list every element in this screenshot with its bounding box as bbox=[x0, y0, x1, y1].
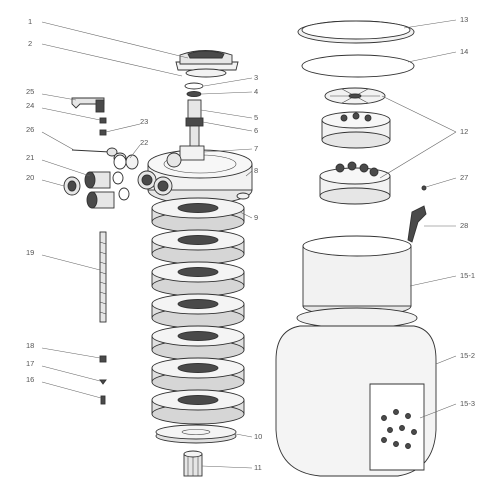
part-top-cap bbox=[175, 50, 239, 78]
callout-6: 6 bbox=[254, 126, 258, 135]
part-gasket bbox=[301, 54, 415, 78]
filter-disc bbox=[151, 357, 245, 393]
callout-13: 13 bbox=[460, 15, 468, 24]
filter-disc bbox=[151, 293, 245, 329]
callout-20: 20 bbox=[26, 173, 34, 182]
part-filter-disc-stack bbox=[151, 197, 245, 425]
part-valve-head bbox=[137, 145, 253, 205]
callout-24: 24 bbox=[26, 101, 34, 110]
part-diffuser-drum-upper bbox=[321, 111, 391, 149]
part-fitting-22 bbox=[113, 154, 139, 170]
callout-28: 28 bbox=[460, 221, 468, 230]
callout-17: 17 bbox=[26, 359, 34, 368]
callout-18: 18 bbox=[26, 341, 34, 350]
filter-disc bbox=[151, 325, 245, 361]
part-union-nut-20 bbox=[63, 176, 81, 196]
part-tank-top bbox=[296, 235, 418, 329]
part-spindle bbox=[185, 99, 204, 151]
callout-3: 3 bbox=[254, 73, 258, 82]
part-connector-lower bbox=[86, 187, 130, 209]
callout-19: 19 bbox=[26, 248, 34, 257]
callout-1: 1 bbox=[28, 17, 32, 26]
part-nut-23 bbox=[99, 129, 107, 136]
part-long-screw bbox=[99, 231, 107, 323]
part-diffuser-drum-lower bbox=[319, 161, 391, 205]
part-bracket bbox=[407, 205, 427, 243]
filter-disc bbox=[151, 197, 245, 233]
callout-12: 12 bbox=[460, 127, 468, 136]
part-diffuser-top bbox=[324, 87, 386, 105]
part-tank-body bbox=[275, 325, 437, 477]
part-connector-21 bbox=[84, 171, 124, 189]
callout-21: 21 bbox=[26, 153, 34, 162]
part-bottom-plate bbox=[155, 424, 237, 444]
callout-14: 14 bbox=[460, 47, 468, 56]
callout-26: 26 bbox=[26, 125, 34, 134]
filter-disc bbox=[151, 389, 245, 425]
callout-15-3: 15-3 bbox=[460, 399, 475, 408]
part-screw-27 bbox=[421, 185, 427, 191]
callout-5: 5 bbox=[254, 113, 258, 122]
callout-16: 16 bbox=[26, 375, 34, 384]
part-bolt-16 bbox=[100, 395, 106, 405]
callout-7: 7 bbox=[254, 144, 258, 153]
callout-4: 4 bbox=[254, 87, 258, 96]
callout-11: 11 bbox=[254, 463, 262, 472]
part-washer-17 bbox=[99, 379, 107, 385]
part-lever-handle bbox=[71, 97, 105, 113]
callout-22: 22 bbox=[140, 138, 148, 147]
part-o-ring-4 bbox=[186, 91, 202, 97]
leader-lines bbox=[41, 19, 457, 469]
part-tank-inlet-holes bbox=[381, 409, 417, 449]
callout-25: 25 bbox=[26, 87, 34, 96]
callout-15-2: 15-2 bbox=[460, 351, 475, 360]
callout-15-1: 15-1 bbox=[460, 271, 475, 280]
filter-disc bbox=[151, 261, 245, 297]
part-nut-18 bbox=[99, 355, 107, 363]
filter-disc bbox=[151, 229, 245, 265]
part-bottom-nozzle bbox=[183, 450, 203, 477]
part-o-ring-3 bbox=[184, 82, 204, 90]
callout-10: 10 bbox=[254, 432, 262, 441]
callout-2: 2 bbox=[28, 39, 32, 48]
part-top-ring bbox=[297, 20, 415, 44]
part-nut-24 bbox=[99, 117, 107, 124]
callout-27: 27 bbox=[460, 173, 468, 182]
callout-labels: 1 2 3 4 5 6 7 8 9 10 11 25 24 23 26 22 2… bbox=[26, 15, 475, 472]
callout-23: 23 bbox=[140, 117, 148, 126]
callout-9: 9 bbox=[254, 213, 258, 222]
callout-8: 8 bbox=[254, 166, 258, 175]
